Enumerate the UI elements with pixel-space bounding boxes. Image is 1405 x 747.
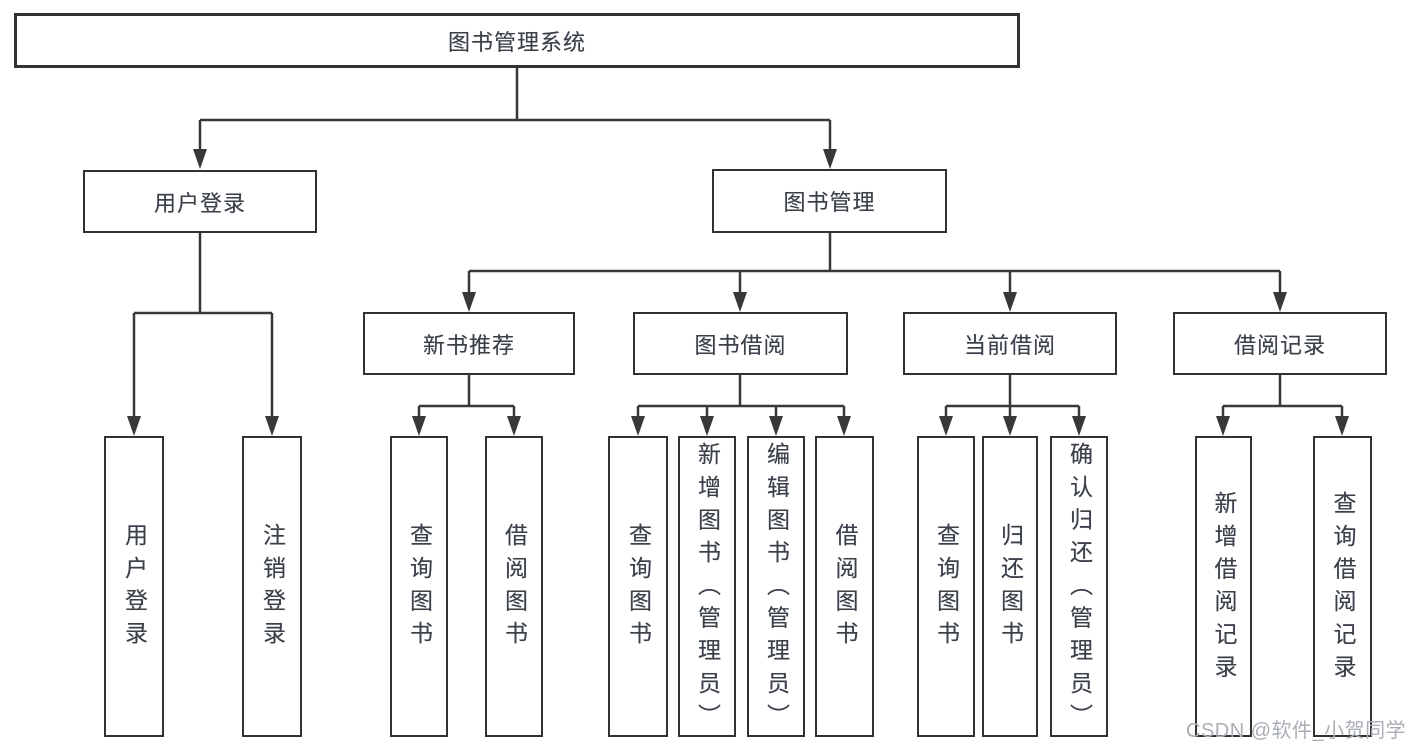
leaf-confirm-return-admin: 确认归还（管理员） [1050, 436, 1108, 737]
leaf-return-books: 归还图书 [982, 436, 1038, 737]
leaf-add-books-admin: 新增图书（管理员） [678, 436, 736, 737]
node-new-book-recommend: 新书推荐 [363, 312, 575, 375]
arrow-icon [1273, 292, 1287, 312]
arrow-icon [1003, 416, 1017, 436]
arrow-icon [823, 149, 837, 169]
node-borrow-records: 借阅记录 [1173, 312, 1387, 375]
node-user-login: 用户登录 [83, 170, 317, 233]
arrow-icon [700, 416, 714, 436]
connector-paths [132, 68, 1344, 419]
arrow-icon [1216, 416, 1230, 436]
arrow-icon [631, 416, 645, 436]
leaf-query-books-current: 查询图书 [917, 436, 975, 737]
leaf-borrow-books: 借阅图书 [815, 436, 874, 737]
arrow-icon [733, 292, 747, 312]
leaf-query-books-recommend: 查询图书 [390, 436, 448, 737]
leaf-query-books-borrow: 查询图书 [608, 436, 668, 737]
arrow-icon [193, 149, 207, 169]
arrow-icon [462, 292, 476, 312]
arrow-icon [507, 416, 521, 436]
arrow-icon [412, 416, 426, 436]
leaf-user-login: 用户登录 [104, 436, 164, 737]
leaf-borrow-books-recommend: 借阅图书 [485, 436, 543, 737]
arrow-icon [769, 416, 783, 436]
arrow-icon [265, 416, 279, 436]
leaf-edit-books-admin: 编辑图书（管理员） [747, 436, 805, 737]
arrow-icon [837, 416, 851, 436]
arrow-icon [939, 416, 953, 436]
node-current-borrow: 当前借阅 [903, 312, 1117, 375]
leaf-query-borrow-record: 查询借阅记录 [1313, 436, 1372, 737]
node-book-borrow: 图书借阅 [633, 312, 848, 375]
arrow-icon [1003, 292, 1017, 312]
node-book-management: 图书管理 [712, 169, 947, 233]
arrow-heads [127, 149, 1349, 436]
leaf-logout: 注销登录 [242, 436, 302, 737]
arrow-icon [1072, 416, 1086, 436]
watermark: CSDN @软件_小贺同学 [1186, 720, 1405, 742]
node-library-system: 图书管理系统 [14, 13, 1020, 68]
arrow-icon [127, 416, 141, 436]
leaf-add-borrow-record: 新增借阅记录 [1195, 436, 1252, 737]
arrow-icon [1335, 416, 1349, 436]
